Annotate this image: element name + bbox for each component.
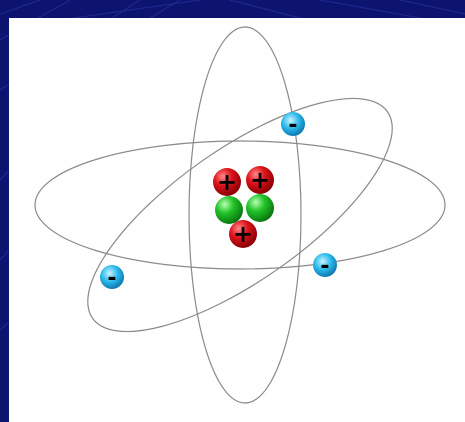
proton: + [213, 168, 241, 196]
minus-sign-icon: - [320, 254, 329, 279]
electron: - [281, 112, 305, 138]
orbit-vertical [188, 26, 302, 404]
proton-ball-icon [229, 220, 257, 248]
neutron-ball-icon [215, 196, 243, 224]
electron: - [313, 253, 337, 279]
proton-ball-icon [246, 166, 274, 194]
minus-sign-icon: - [107, 266, 116, 291]
electron-ball-icon [100, 265, 124, 289]
minus-sign-icon: - [288, 113, 297, 138]
orbit-diagonal [87, 97, 393, 333]
proton: + [246, 166, 274, 194]
neutron-ball-icon [246, 194, 274, 222]
electron-ball-icon [281, 112, 305, 136]
neutron [246, 194, 274, 222]
orbits [34, 26, 446, 404]
neutron [215, 196, 243, 224]
nucleus: + + + [213, 166, 274, 248]
orbit-horizontal [34, 140, 446, 270]
plus-sign-icon: + [233, 220, 253, 248]
proton-ball-icon [213, 168, 241, 196]
proton: + [229, 220, 257, 248]
electron-ball-icon [313, 253, 337, 277]
electron: - [100, 265, 124, 291]
plus-sign-icon: + [250, 166, 270, 194]
plus-sign-icon: + [217, 168, 237, 196]
